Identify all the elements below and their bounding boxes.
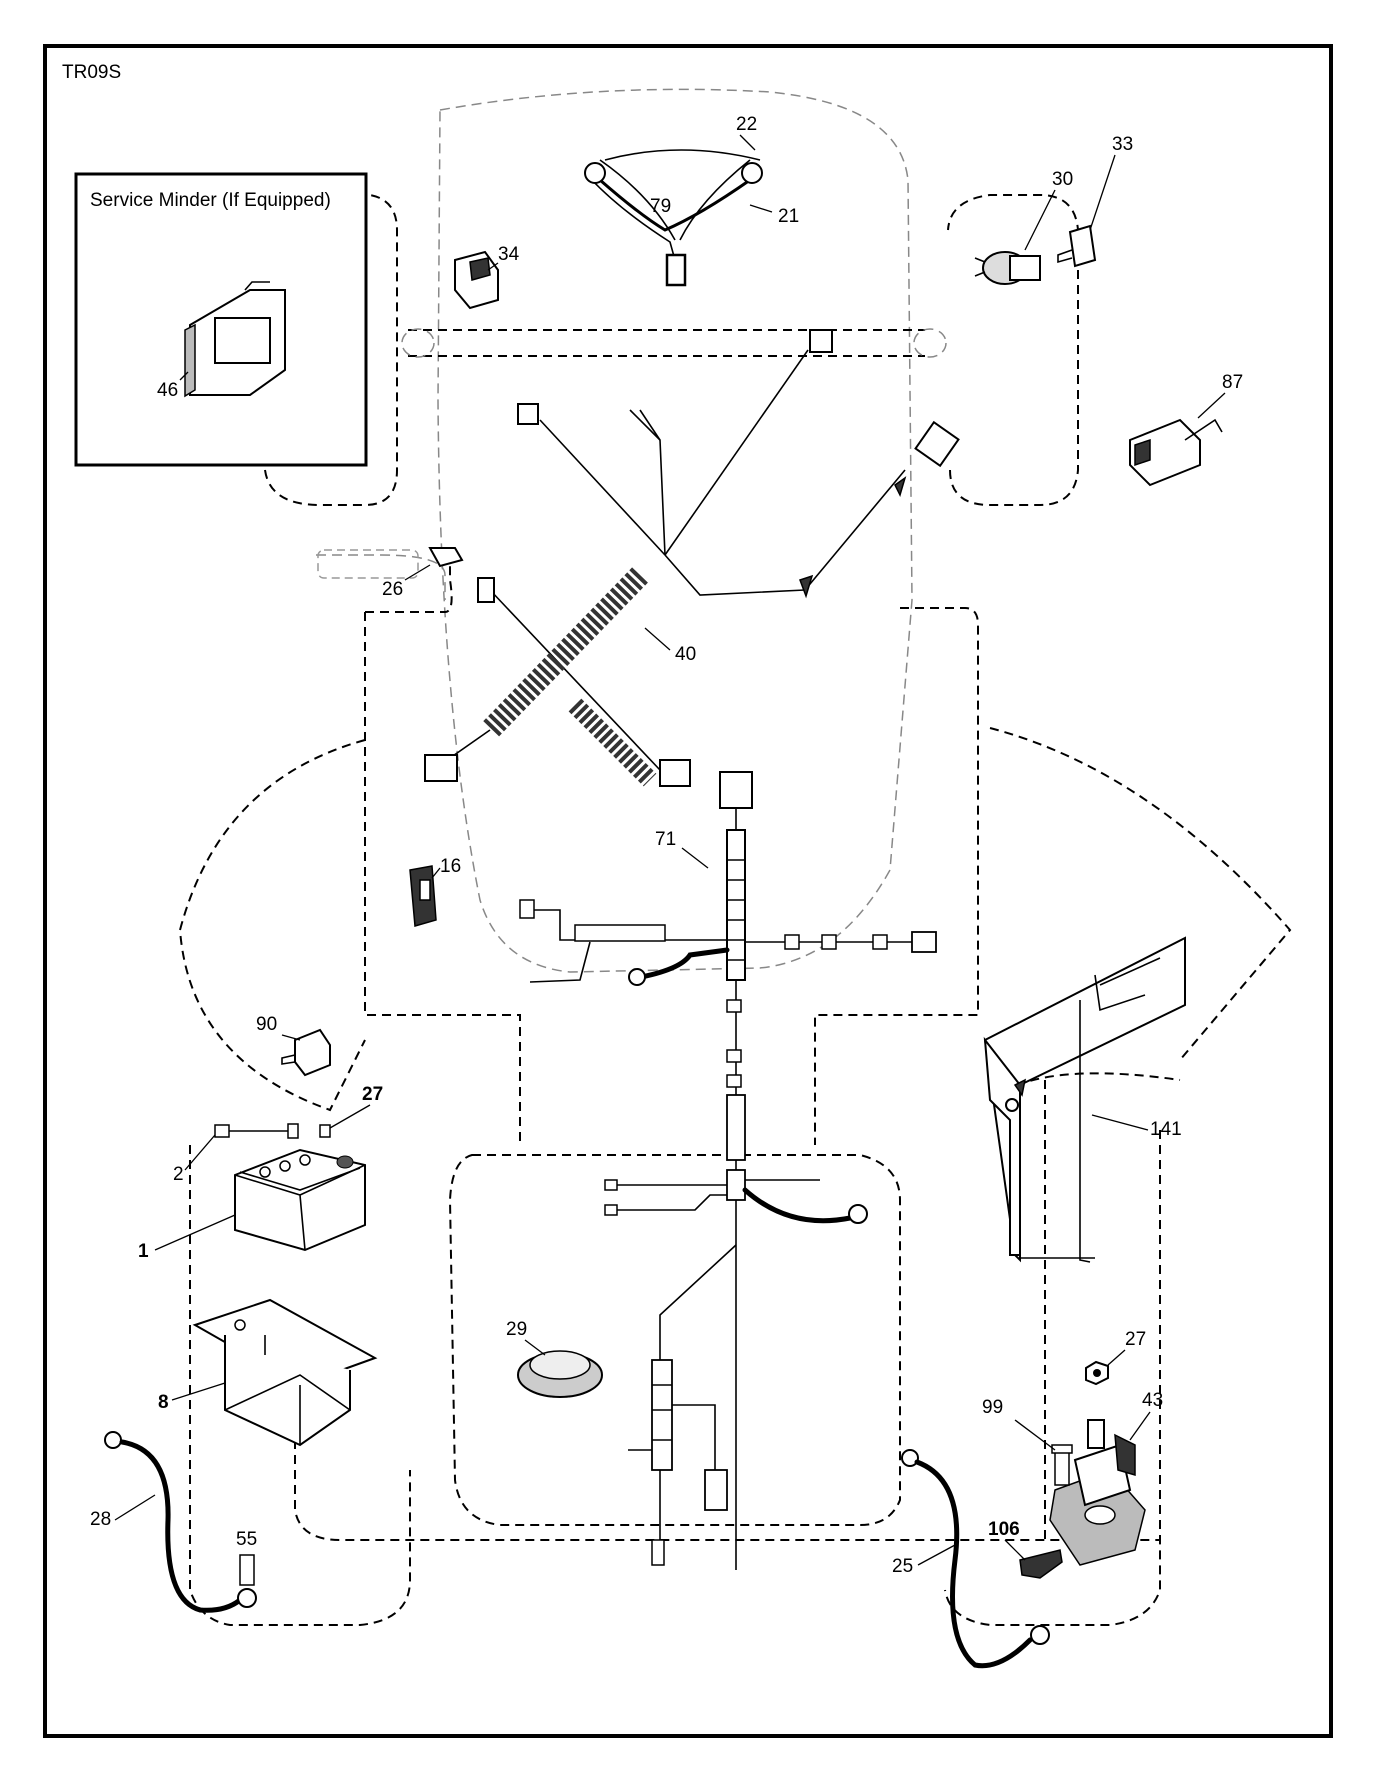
nut-27 <box>1085 1360 1109 1386</box>
headlight-harness <box>584 149 763 287</box>
callout-26: 26 <box>382 579 403 600</box>
connector-top-left <box>517 403 539 425</box>
service-minder-inset: Service Minder (If Equipped) 46 <box>74 172 368 467</box>
clip-106 <box>1019 1549 1063 1579</box>
callout-87: 87 <box>1222 372 1243 393</box>
service-minder-module <box>184 281 286 398</box>
callout-43: 43 <box>1142 1390 1163 1411</box>
starter-solenoid <box>1049 1419 1146 1566</box>
bulb-right <box>741 162 763 184</box>
seat-switch <box>409 865 437 927</box>
callout-40: 40 <box>675 644 696 665</box>
ignition-key <box>1057 224 1097 268</box>
module-90 <box>281 1028 331 1077</box>
callout-99: 99 <box>982 1397 1003 1418</box>
rear-harness <box>519 771 937 1570</box>
side-panel <box>983 936 1186 1263</box>
battery-tray <box>192 1298 378 1447</box>
callout-21: 21 <box>778 206 799 227</box>
connector-side <box>477 577 495 603</box>
callout-8: 8 <box>158 1392 169 1413</box>
inset-title: Service Minder (If Equipped) <box>90 190 331 211</box>
bulb-left <box>584 162 606 184</box>
connector-right <box>914 420 960 468</box>
callout-30: 30 <box>1052 169 1073 190</box>
callout-90: 90 <box>256 1014 277 1035</box>
callout-28: 28 <box>90 1509 111 1530</box>
rocker-switch <box>454 250 499 310</box>
relay <box>1129 418 1223 487</box>
callout-79: 79 <box>650 196 671 217</box>
callout-34: 34 <box>498 244 520 265</box>
bolt-99 <box>1051 1444 1073 1486</box>
fuse <box>317 547 464 579</box>
connector-left-bottom <box>424 754 458 782</box>
callout-71: 71 <box>655 829 676 850</box>
callout-1: 1 <box>138 1241 149 1262</box>
callout-46: 46 <box>157 380 178 401</box>
headlight-plug <box>665 253 687 287</box>
diagram-frame <box>43 44 1333 1738</box>
positive-cable <box>901 1449 1050 1669</box>
negative-cable <box>104 1431 257 1613</box>
callout-106: 106 <box>988 1519 1020 1540</box>
connector-top-right <box>809 329 833 353</box>
callout-2: 2 <box>173 1164 184 1185</box>
callout-16: 16 <box>440 856 461 877</box>
callout-25: 25 <box>892 1556 913 1577</box>
callout-141: 141 <box>1150 1119 1182 1140</box>
diagram-code: TR09S <box>62 62 121 83</box>
battery <box>234 1148 366 1252</box>
connector-right-bottom <box>659 759 691 787</box>
callout-22: 22 <box>736 114 757 135</box>
main-harness <box>424 329 960 787</box>
callout-33: 33 <box>1112 134 1133 155</box>
callout-27-top: 27 <box>362 1084 383 1105</box>
ignition-switch <box>974 251 1041 285</box>
solenoid-29 <box>517 1350 603 1398</box>
callout-55: 55 <box>236 1529 257 1550</box>
callout-29: 29 <box>506 1319 527 1340</box>
battery-bolt <box>214 1123 331 1139</box>
callout-27-right: 27 <box>1125 1329 1146 1350</box>
